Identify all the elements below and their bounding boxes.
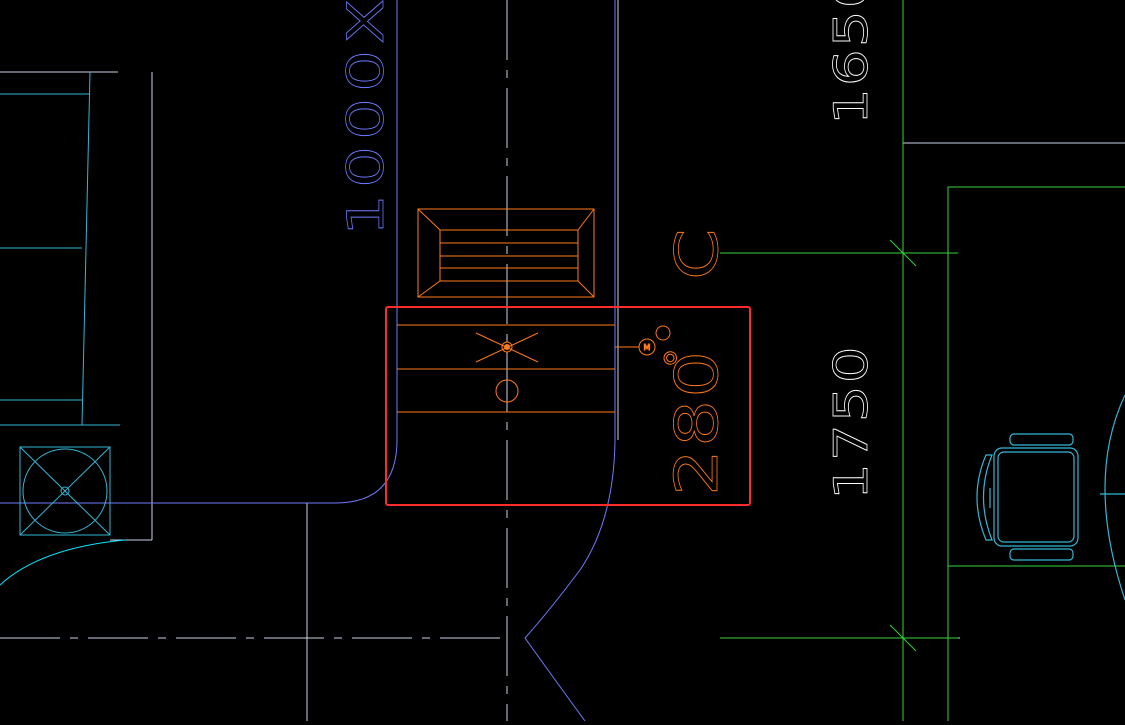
grille-corner-bl <box>417 280 441 298</box>
duct-right-edge <box>524 0 616 722</box>
temperature-degree: ° <box>658 348 704 368</box>
exhaust-fan-box <box>19 446 111 536</box>
exhaust-fan-circle <box>22 448 108 534</box>
grille-corner-tr <box>577 208 595 231</box>
chair-arm-bottom <box>1009 548 1074 561</box>
chair-seat-inner <box>997 451 1075 543</box>
temperature-unit: C <box>662 228 731 280</box>
fire-damper-assembly[interactable]: M <box>397 324 671 413</box>
grille-corner-br <box>577 280 595 298</box>
grille-corner-tl <box>417 208 441 231</box>
dim-tick-top <box>889 239 917 267</box>
actuator-small-circle <box>655 325 671 341</box>
chair-seat <box>993 447 1079 547</box>
duct-left-edge <box>0 0 398 504</box>
duct-outline <box>0 0 616 722</box>
cyan-arc-bottom-left <box>0 539 126 586</box>
temperature-label: 280 ° C <box>658 228 732 497</box>
cyan-line-vertical <box>81 71 91 426</box>
damper-center-outer <box>501 341 513 353</box>
grille-outer <box>417 208 595 298</box>
chair-arm-top <box>1009 433 1074 446</box>
dimension-1650: 1650 <box>825 0 879 125</box>
air-grille[interactable] <box>417 208 595 298</box>
office-chair <box>976 394 1125 601</box>
dimension-1750: 1750 <box>825 344 879 500</box>
valve-circle <box>495 379 519 403</box>
actuator-motor-label: M <box>644 343 651 352</box>
chair-back <box>976 454 993 541</box>
temperature-value: 280 <box>662 349 731 496</box>
dim-tick-bottom <box>889 624 917 652</box>
right-room-outline <box>947 186 1125 567</box>
left-room-fixtures <box>0 71 126 586</box>
exhaust-fan-hub <box>60 486 70 496</box>
damper-center-inner <box>504 344 510 350</box>
selection-highlight[interactable] <box>385 306 751 506</box>
actuator-motor-circle <box>638 338 656 356</box>
dimension-lines <box>720 0 1125 721</box>
desk-arc <box>1104 394 1125 601</box>
pipe-size-label: 1000X2 <box>337 0 395 236</box>
